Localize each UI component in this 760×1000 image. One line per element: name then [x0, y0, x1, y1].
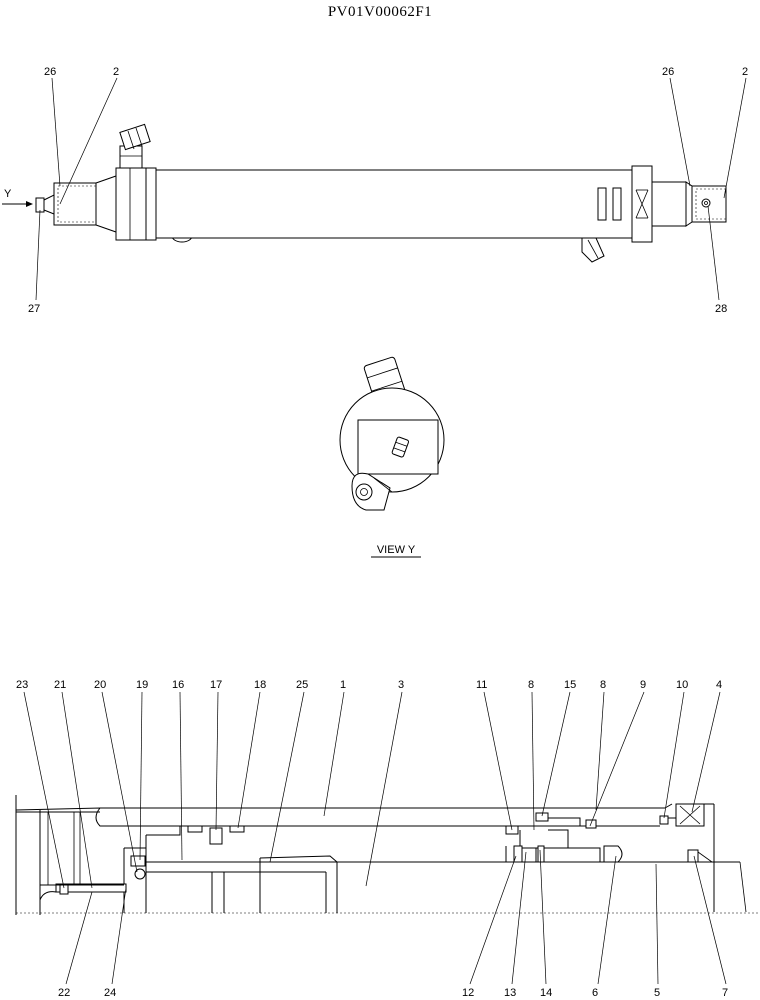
callout-8-right: 8: [600, 679, 606, 691]
callout-17: 17: [210, 679, 222, 691]
callout-right-2: 2: [742, 66, 748, 78]
callout-3: 3: [398, 679, 404, 691]
drawing-code: PV01V00062F1: [328, 4, 432, 20]
callout-left-27: 27: [28, 303, 40, 315]
callout-11: 11: [476, 679, 487, 691]
callout-14: 14: [540, 987, 552, 999]
callout-right-28: 28: [715, 303, 727, 315]
callout-1: 1: [340, 679, 346, 691]
view-y-drawing: VIEW Y: [339, 356, 445, 558]
top-callouts: 26 2 26 2 27 28: [28, 66, 748, 315]
callout-19: 19: [136, 679, 148, 691]
callout-4: 4: [716, 679, 722, 691]
callout-8-left: 8: [528, 679, 534, 691]
cylinder-side-view: Y: [2, 123, 727, 263]
callout-6: 6: [592, 987, 598, 999]
callout-15: 15: [564, 679, 576, 691]
callout-9: 9: [640, 679, 646, 691]
callout-24: 24: [104, 987, 116, 999]
section-bottom-callouts: 22 24 12 13 14 6 5 7: [58, 849, 728, 999]
callout-7: 7: [722, 987, 728, 999]
callout-13: 13: [504, 987, 516, 999]
callout-16: 16: [172, 679, 184, 691]
callout-21: 21: [54, 679, 66, 691]
arrow-label: Y: [4, 188, 12, 200]
callout-12: 12: [462, 987, 474, 999]
callout-left-2: 2: [113, 66, 119, 78]
section-view: [15, 795, 758, 915]
callout-25: 25: [296, 679, 308, 691]
callout-20: 20: [94, 679, 106, 691]
callout-10: 10: [676, 679, 688, 691]
callout-23: 23: [16, 679, 28, 691]
callout-right-26: 26: [662, 66, 674, 78]
callout-5: 5: [654, 987, 660, 999]
section-top-callouts: 23 21 20 19 16 17 18 25 1 3 11 8 15 8 9 …: [16, 679, 722, 889]
callout-22: 22: [58, 987, 70, 999]
view-label: VIEW Y: [377, 544, 416, 556]
callout-18: 18: [254, 679, 266, 691]
callout-left-26: 26: [44, 66, 56, 78]
